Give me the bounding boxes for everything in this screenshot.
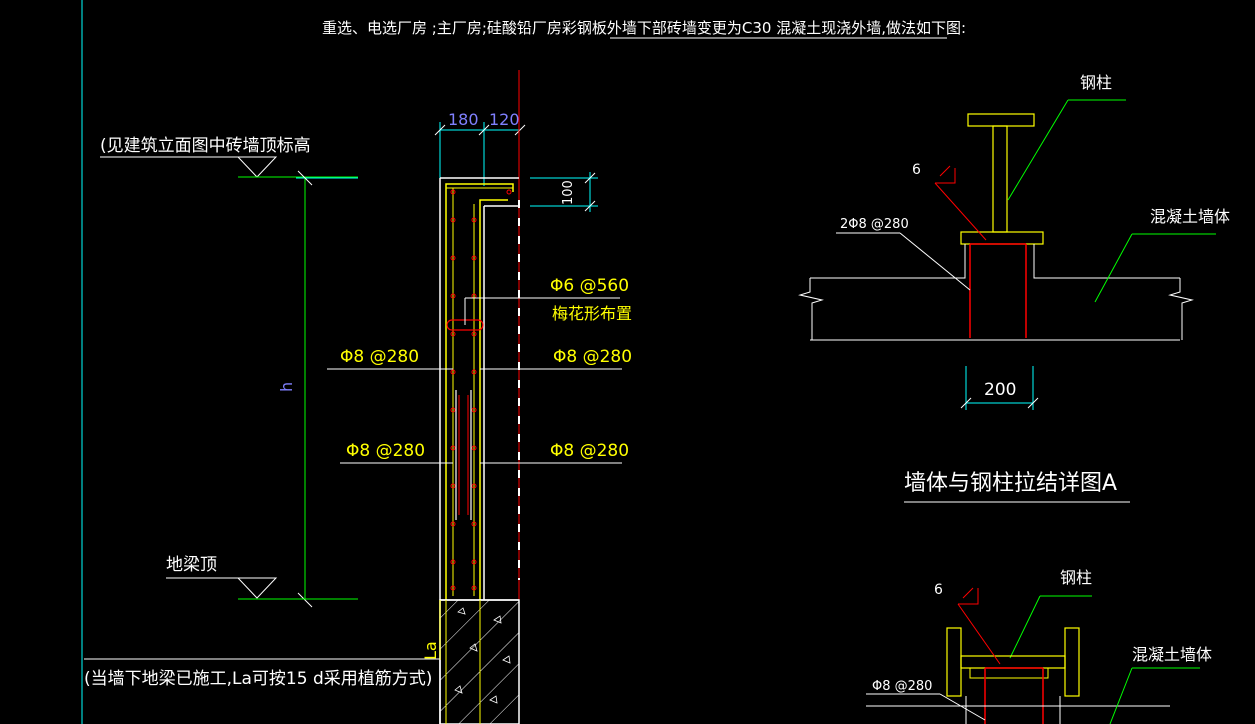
dim100-tick-2 <box>584 200 596 212</box>
steel-column-b-leader <box>1009 595 1041 659</box>
tie-bar-spec: Φ6 @560 <box>550 276 629 296</box>
drawing-title: 重选、电选厂房 ;主厂房;硅酸铅厂房彩钢板外墙下部砖墙变更为C30 混凝土现浇外… <box>322 19 966 37</box>
rebar-b-spec: Φ8 @280 <box>872 679 932 694</box>
rebar-spec-label: 2Φ8 @280 <box>840 217 909 232</box>
concrete-wall-leader <box>1094 233 1133 303</box>
steel-column-label: 钢柱 <box>1080 73 1112 92</box>
steel-b-flange-right <box>1064 627 1080 697</box>
rebar-stirrup-inner <box>479 199 508 600</box>
concrete-wall-label: 混凝土墙体 <box>1150 207 1230 226</box>
tie-bar-note: 梅花形布置 <box>552 304 632 323</box>
height-label: h <box>277 382 296 392</box>
rebar-dots <box>450 189 512 591</box>
weld-symbol <box>935 168 956 184</box>
detail-a: 钢柱 6 2Φ8 @280 混凝土墙体 200 墙体与钢柱拉结详图A <box>798 73 1230 503</box>
ground-beam-top-label: 地梁顶 <box>166 555 217 575</box>
rebar-label-right-2: Φ8 @280 <box>550 441 629 461</box>
dim-100: 100 <box>561 180 576 205</box>
steel-column-top-flange <box>967 113 1035 127</box>
steel-column-b-label: 钢柱 <box>1060 568 1092 587</box>
weld-b-leader <box>957 603 1001 665</box>
anchor-label: La <box>421 641 440 660</box>
dim-120: 120 <box>489 110 520 129</box>
dim200-tick-1 <box>960 397 972 409</box>
steel-column-base-plate <box>960 231 1044 245</box>
rebar-label-left-1: Φ8 @280 <box>340 347 419 367</box>
rebar-label-left-2: Φ8 @280 <box>346 441 425 461</box>
dim100-tick-1 <box>584 172 596 184</box>
wall-section-detail: (见建筑立面图中砖墙顶标高 h 地梁顶 180 120 100 <box>84 70 632 724</box>
bottom-note: (当墙下地梁已施工,La可按15 d采用植筋方式) <box>84 669 432 689</box>
top-level-symbol <box>236 156 278 178</box>
weld-leader <box>934 182 987 241</box>
wall-top-right <box>1033 244 1180 279</box>
concrete-wall-b-leader <box>1109 667 1133 724</box>
weld-b-symbol-2 <box>962 587 974 599</box>
steel-b-web <box>960 655 1066 669</box>
concrete-wall-b-label: 混凝土墙体 <box>1132 645 1212 664</box>
weld-b-symbol <box>958 588 979 605</box>
detail-a-caption: 墙体与钢柱拉结详图A <box>904 471 1117 496</box>
steel-b-flange-left <box>946 627 962 697</box>
height-tick-top <box>297 170 313 186</box>
top-reference-label: (见建筑立面图中砖墙顶标高 <box>100 136 311 156</box>
weld-size-label: 6 <box>912 162 921 178</box>
weld-symbol-2 <box>939 165 951 177</box>
dim-180: 180 <box>448 110 479 129</box>
dim-200: 200 <box>984 380 1016 400</box>
break-line-left <box>798 278 824 340</box>
height-tick-bottom <box>297 592 313 608</box>
weld-b-size: 6 <box>934 582 943 598</box>
aggregate-marks <box>454 607 511 704</box>
rebar-spec-leader-2 <box>899 232 971 291</box>
width-tick-3 <box>514 124 526 136</box>
width-tick-1 <box>434 124 446 136</box>
dim200-tick-2 <box>1027 397 1039 409</box>
break-line-right <box>1168 278 1194 340</box>
steel-column-web <box>992 125 1008 233</box>
steel-b-plate <box>969 667 1049 679</box>
wall-top-left <box>810 244 966 279</box>
rebar-b-leader-2 <box>939 693 986 721</box>
ground-level-symbol <box>236 577 278 599</box>
steel-column-leader <box>1007 99 1069 201</box>
rebar-label-right-1: Φ8 @280 <box>553 347 632 367</box>
width-tick-2 <box>478 124 490 136</box>
detail-b: 钢柱 6 Φ8 @280 混凝土墙体 <box>866 568 1212 724</box>
